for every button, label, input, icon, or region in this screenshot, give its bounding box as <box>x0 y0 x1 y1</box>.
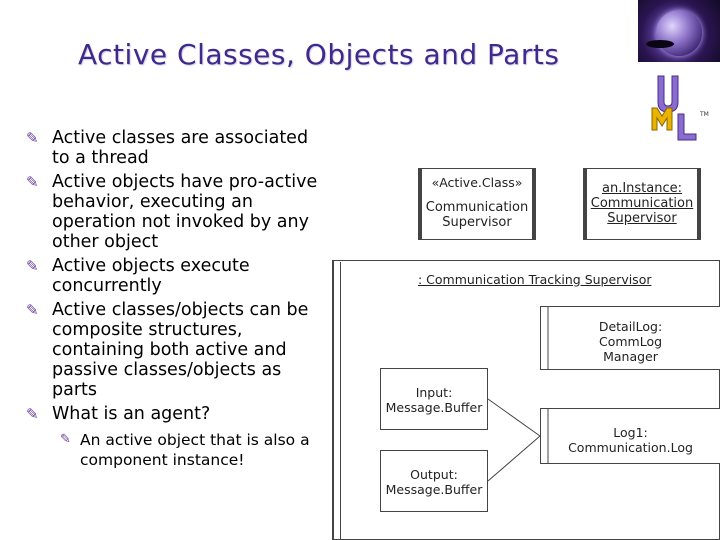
part-label-line1: Input: <box>415 385 453 400</box>
part-input-buffer: Input: Message.Buffer <box>380 368 488 430</box>
part-label-line2: Message.Buffer <box>385 400 483 415</box>
planet-graphic <box>656 10 702 56</box>
bullet-text: Active objects have pro-active behavior,… <box>52 172 318 252</box>
part-log1: Log1: Communication.Log <box>540 408 720 464</box>
pen-bullet-icon: ✎ <box>60 432 71 447</box>
bullet-list: ✎ Active classes are associated to a thr… <box>26 128 326 470</box>
part-output-buffer: Output: Message.Buffer <box>380 450 488 512</box>
bullet-text: Active objects execute concurrently <box>52 256 250 296</box>
bullet-item: ✎ Active objects have pro-active behavio… <box>26 172 326 252</box>
logo-tm: TM <box>699 111 709 118</box>
bullet-item: ✎ Active objects execute concurrently <box>26 256 326 296</box>
sub-bullet-text: An active object that is also a componen… <box>80 431 310 469</box>
instance-name-line3: Supervisor <box>607 211 677 226</box>
bullet-item: ✎ What is an agent? <box>26 404 326 424</box>
active-class-box: «Active.Class» Communication Supervisor <box>418 168 536 240</box>
part-label-line3: Manager <box>603 349 658 364</box>
connector-input-log1 <box>487 398 541 437</box>
part-label-line1: Log1: <box>613 425 648 440</box>
class-name-line2: Supervisor <box>442 215 512 230</box>
part-label-line2: Message.Buffer <box>385 482 483 497</box>
uml-logo-icon: TM <box>651 75 709 141</box>
part-label-line1: DetailLog: <box>598 319 663 334</box>
part-label-line2: Communication.Log <box>568 440 693 455</box>
ship-silhouette <box>646 40 674 48</box>
space-image <box>638 0 720 62</box>
bullet-item: ✎ Active classes/objects can be composit… <box>26 300 326 400</box>
composite-active-border <box>340 262 720 540</box>
composite-title: : Communication Tracking Supervisor <box>418 272 652 287</box>
sub-bullet-item: ✎ An active object that is also a compon… <box>26 430 326 470</box>
bullet-item: ✎ Active classes are associated to a thr… <box>26 128 326 168</box>
bullet-text: What is an agent? <box>52 404 211 424</box>
pen-bullet-icon: ✎ <box>26 257 39 275</box>
part-detail-log: DetailLog: CommLog Manager <box>540 306 720 370</box>
pen-bullet-icon: ✎ <box>26 405 39 423</box>
bullet-text: Active classes are associated to a threa… <box>52 128 309 168</box>
class-name-line1: Communication <box>425 200 529 215</box>
instance-name-line1: an.Instance: <box>601 181 682 196</box>
pen-bullet-icon: ✎ <box>26 301 39 319</box>
part-label-line2: CommLog <box>598 334 663 349</box>
bullet-text: Active classes/objects can be composite … <box>52 300 309 400</box>
pen-bullet-icon: ✎ <box>26 173 39 191</box>
part-label-line1: Output: <box>410 467 458 482</box>
connector-output-log1 <box>487 435 541 482</box>
slide-title: Active Classes, Objects and Parts <box>78 38 560 71</box>
stereotype-label: «Active.Class» <box>431 175 523 190</box>
instance-name-line2: Communication <box>590 196 694 211</box>
pen-bullet-icon: ✎ <box>26 129 39 147</box>
active-instance-box: an.Instance: Communication Supervisor <box>583 168 701 240</box>
